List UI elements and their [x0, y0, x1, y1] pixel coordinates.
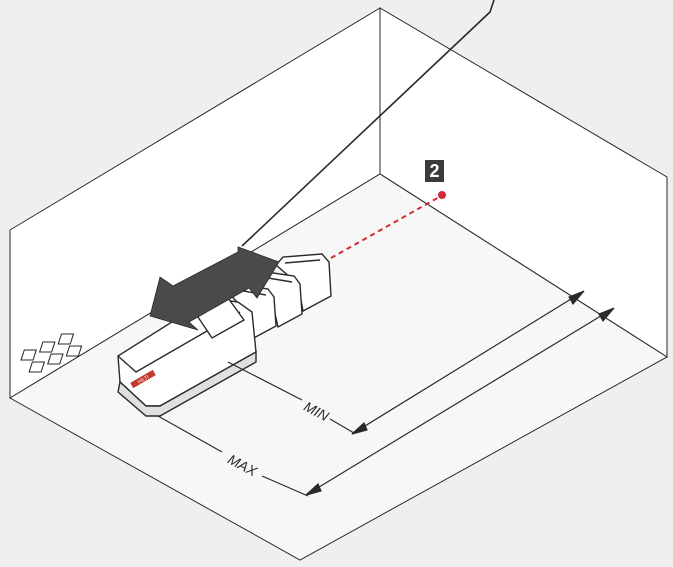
dimension-lines [157, 290, 615, 497]
callout-number: 2 [429, 161, 439, 181]
device-brand-strip [130, 369, 156, 389]
floor [9, 173, 668, 561]
callout-badge: 2 [425, 160, 444, 182]
device-keypad [20, 333, 83, 373]
room-box [9, 7, 668, 561]
laser-beam [330, 195, 442, 259]
device-brand-label: HILTI [137, 374, 150, 385]
min-dimension-line [351, 290, 585, 435]
callout-box [425, 160, 444, 182]
movement-arrow-icon [149, 246, 280, 331]
pointer-line [241, 0, 495, 247]
laser-distance-meter: HILTI [20, 297, 257, 417]
device-side [117, 350, 257, 417]
max-dimension-line [305, 307, 615, 496]
laser-target-dot [438, 191, 446, 199]
